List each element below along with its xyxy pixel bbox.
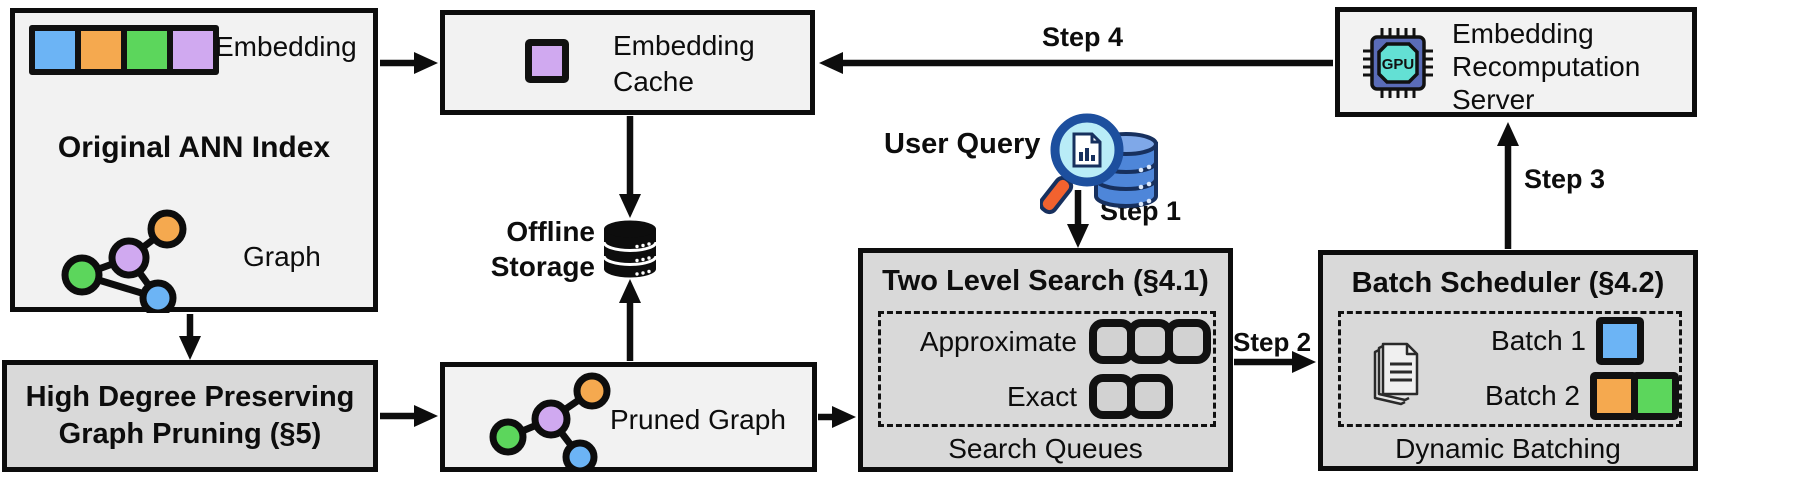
step2-label: Step 2 bbox=[1233, 327, 1312, 357]
embedding-cell-purple bbox=[173, 31, 213, 69]
embedding-cell-green bbox=[127, 31, 167, 69]
batch-item-blue-icon bbox=[1596, 317, 1644, 365]
magnifier-database-icon bbox=[1040, 113, 1158, 215]
original-ann-index-title: Original ANN Index bbox=[57, 131, 331, 164]
step3-label: Step 3 bbox=[1524, 164, 1606, 194]
dynamic-batching-panel: Batch 1 Batch 2 bbox=[1338, 311, 1682, 427]
embedding-cache-box: Embedding Cache bbox=[440, 10, 815, 115]
batch-item-green-icon bbox=[1631, 372, 1679, 420]
pruned-graph-label: Pruned Graph bbox=[610, 404, 786, 435]
exact-queue-icons bbox=[1089, 374, 1173, 419]
search-queues-caption: Search Queues bbox=[948, 433, 1143, 464]
purple-square-icon bbox=[525, 39, 569, 83]
documents-icon bbox=[1373, 342, 1419, 406]
high-degree-pruning-box: High Degree Preserving Graph Pruning (§5… bbox=[2, 360, 378, 472]
embedding-cell-blue bbox=[35, 31, 75, 69]
search-queues-panel: Approximate Exact bbox=[878, 311, 1216, 427]
batch-scheduler-box: Batch Scheduler (§4.2) Batch 1 bbox=[1318, 250, 1698, 471]
embedding-cell-orange bbox=[81, 31, 121, 69]
queue-slot-icon bbox=[1165, 319, 1211, 364]
recomputation-server-box: GPU Embedding Recomputation Server bbox=[1335, 7, 1697, 117]
approximate-queue-icons bbox=[1089, 319, 1211, 364]
recomputation-server-label: Embedding Recomputation Server bbox=[1452, 18, 1641, 115]
batch2-label: Batch 2 bbox=[1485, 380, 1580, 411]
batch1-items bbox=[1596, 317, 1644, 365]
gpu-chip-label: GPU bbox=[1382, 56, 1415, 73]
ann-graph-icon bbox=[61, 209, 187, 313]
original-ann-index-box: Embedding Original ANN Index Graph bbox=[10, 8, 378, 313]
pruned-graph-icon bbox=[489, 372, 611, 469]
two-level-search-box: Two Level Search (§4.1) Approximate Exac… bbox=[858, 248, 1233, 472]
high-degree-pruning-title: High Degree Preserving Graph Pruning (§5… bbox=[25, 381, 355, 450]
offline-storage-label: Offline Storage bbox=[490, 216, 595, 282]
batch1-label: Batch 1 bbox=[1491, 325, 1586, 356]
embedding-vector-icon bbox=[29, 25, 219, 75]
embedding-label: Embedding bbox=[215, 31, 357, 62]
user-query-label: User Query bbox=[884, 128, 1041, 160]
exact-label: Exact bbox=[1006, 380, 1077, 412]
batch-scheduler-title: Batch Scheduler (§4.2) bbox=[1351, 267, 1665, 299]
gpu-chip-icon: GPU bbox=[1363, 28, 1433, 98]
batch-item-orange-icon bbox=[1590, 372, 1638, 420]
batch2-items bbox=[1590, 372, 1679, 420]
queue-slot-icon bbox=[1127, 374, 1173, 419]
graph-label: Graph bbox=[243, 241, 321, 272]
step4-label: Step 4 bbox=[1042, 22, 1124, 52]
pruned-graph-box: Pruned Graph bbox=[440, 362, 817, 472]
two-level-search-title: Two Level Search (§4.1) bbox=[882, 265, 1209, 297]
approximate-label: Approximate bbox=[919, 325, 1077, 357]
database-icon bbox=[602, 220, 658, 278]
embedding-cache-label: Embedding Cache bbox=[613, 30, 755, 97]
dynamic-batching-caption: Dynamic Batching bbox=[1395, 433, 1621, 464]
